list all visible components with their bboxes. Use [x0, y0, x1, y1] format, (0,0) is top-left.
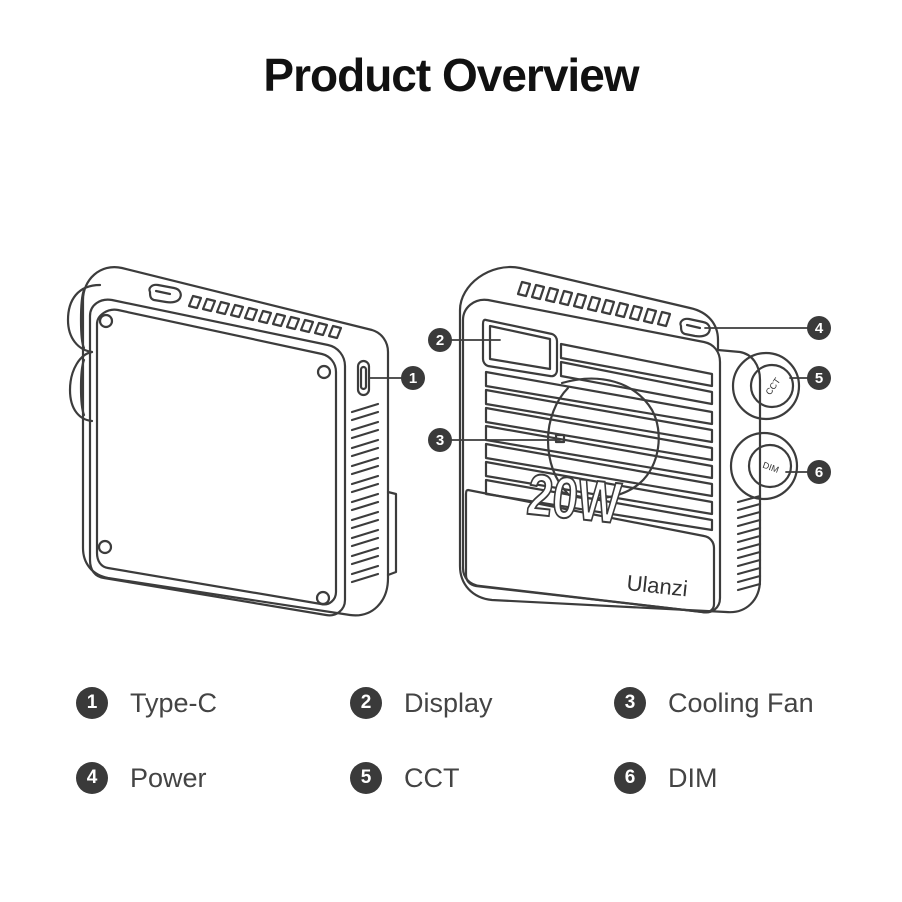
svg-text:1: 1: [409, 370, 417, 387]
callout-marker-6: 6: [807, 460, 831, 484]
page-title: Product Overview: [263, 49, 639, 101]
device-back-view: [66, 266, 398, 617]
leader-lines: [368, 327, 809, 473]
svg-text:5: 5: [815, 370, 823, 387]
callout-marker-5: 5: [807, 366, 831, 390]
svg-text:4: 4: [815, 320, 824, 337]
callout-marker-4: 4: [807, 316, 831, 340]
brand-label: Ulanzi: [625, 570, 688, 601]
callout-marker-3: 3: [428, 428, 452, 452]
callout-marker-2: 2: [428, 328, 452, 352]
svg-text:2: 2: [436, 332, 444, 349]
front-grille: [484, 342, 714, 532]
top-vents-back: [187, 294, 343, 340]
wattage-label: 20W: [524, 463, 624, 537]
side-vents-back: [350, 402, 380, 584]
device-front-view: [458, 265, 801, 614]
callout-marker-1: 1: [401, 366, 425, 390]
cct-button-label: CCT: [764, 376, 783, 397]
dim-button-label: DIM: [761, 460, 780, 475]
callout-markers: 1 2 3 4 5 6: [401, 316, 831, 484]
svg-text:3: 3: [436, 432, 444, 449]
side-vents-front: [736, 494, 762, 592]
svg-text:6: 6: [815, 464, 823, 481]
top-vents-front: [516, 280, 672, 328]
